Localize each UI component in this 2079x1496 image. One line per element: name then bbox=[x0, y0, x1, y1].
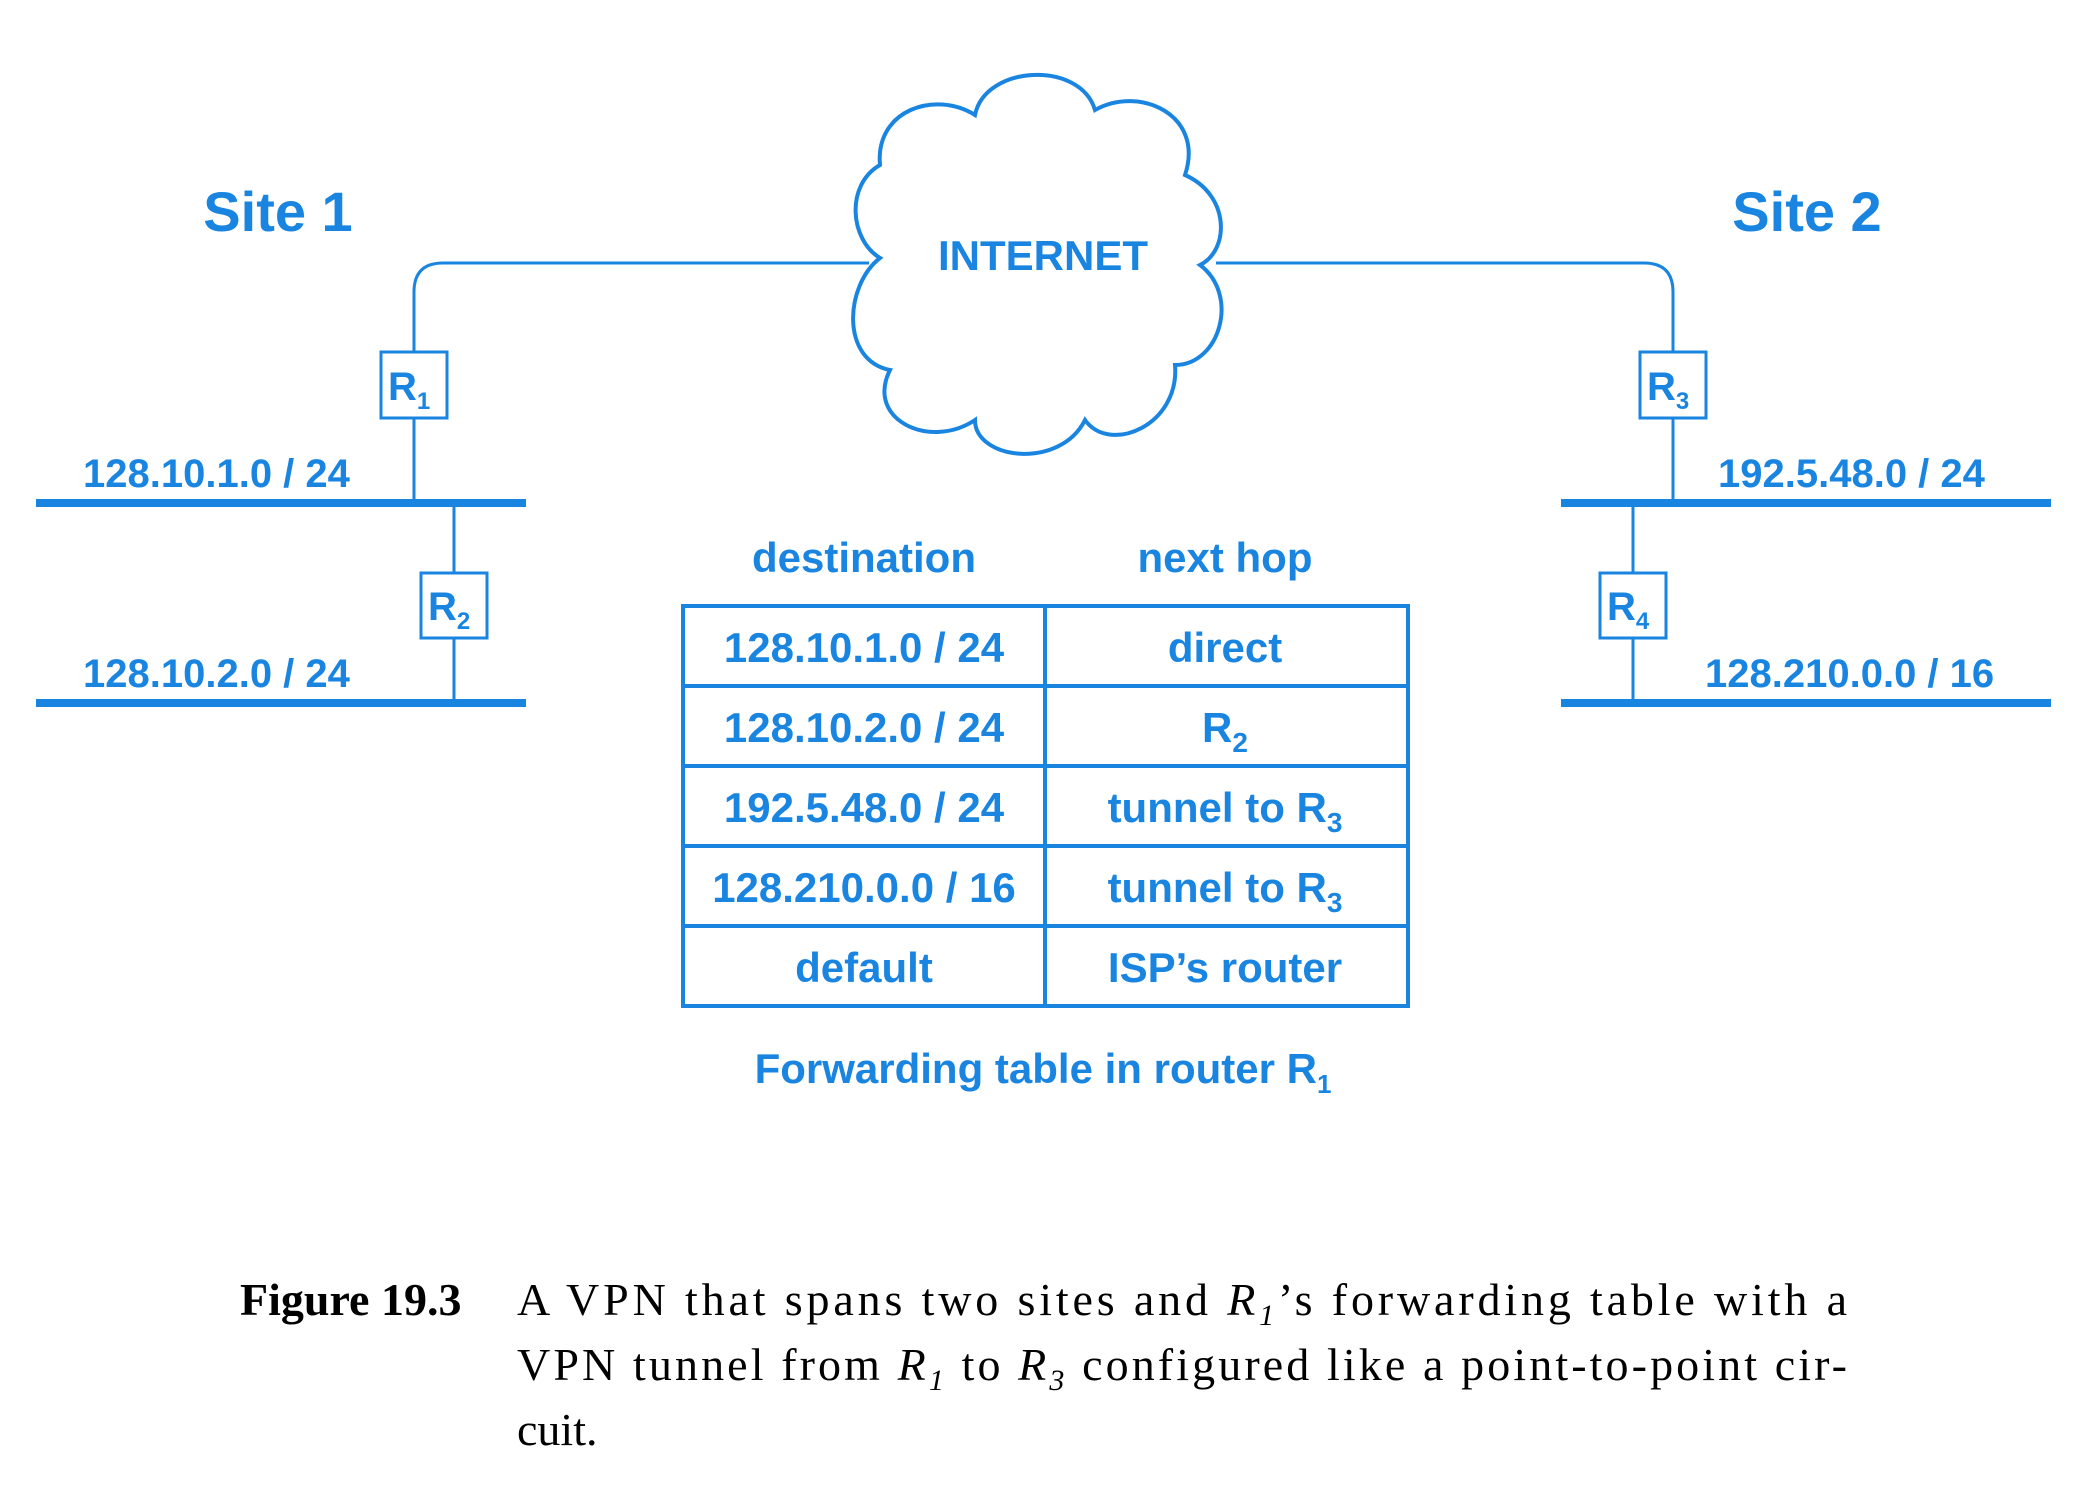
table-row: 192.5.48.0 / 24 tunnel to R3 bbox=[724, 784, 1343, 838]
table-cell-destination: 128.10.1.0 / 24 bbox=[724, 624, 1005, 671]
svg-text:direct: direct bbox=[1168, 624, 1282, 671]
forwarding-table-grid bbox=[681, 604, 1410, 1008]
table-caption-text: Forwarding table in router R bbox=[755, 1045, 1317, 1092]
router-r2-subscript: 2 bbox=[457, 608, 470, 635]
svg-text:tunnel to R3: tunnel to R3 bbox=[1108, 784, 1343, 838]
table-cell-destination: 128.210.0.0 / 16 bbox=[712, 864, 1016, 911]
svg-text:R1: R1 bbox=[388, 365, 430, 415]
site-2-network-2-label: 128.210.0.0 / 16 bbox=[1705, 652, 1994, 696]
table-cell-next-hop: direct bbox=[1168, 624, 1282, 671]
router-r3-letter: R bbox=[1647, 365, 1676, 409]
figure-caption: Figure 19.3 A VPN that spans two sites a… bbox=[240, 1274, 1847, 1455]
site-2-title: Site 2 bbox=[1732, 180, 1881, 243]
table-cell-next-hop: R bbox=[1202, 704, 1232, 751]
table-cell-next-hop: tunnel to R bbox=[1108, 784, 1327, 831]
svg-text:R3: R3 bbox=[1647, 365, 1689, 415]
router-r2-letter: R bbox=[428, 585, 457, 629]
table-cell-destination: 128.10.2.0 / 24 bbox=[724, 704, 1005, 751]
router-r4-subscript: 4 bbox=[1636, 608, 1650, 635]
table-row: 128.10.1.0 / 24 direct bbox=[724, 624, 1282, 671]
figure-label: Figure 19.3 bbox=[240, 1274, 461, 1325]
site-1-links bbox=[412, 261, 869, 703]
table-row: default ISP’s router bbox=[795, 944, 1342, 991]
table-cell-next-hop-subscript: 3 bbox=[1327, 807, 1343, 838]
table-cell-next-hop-subscript: 2 bbox=[1232, 727, 1248, 758]
svg-text:R2: R2 bbox=[1202, 704, 1248, 758]
router-r1-letter: R bbox=[388, 365, 417, 409]
site-1-network-1-label: 128.10.1.0 / 24 bbox=[83, 452, 351, 496]
table-cell-destination: 192.5.48.0 / 24 bbox=[724, 784, 1005, 831]
table-header-destination: destination bbox=[752, 534, 976, 581]
table-row: 128.10.2.0 / 24 R2 bbox=[724, 704, 1248, 758]
router-r3-subscript: 3 bbox=[1676, 388, 1689, 415]
table-cell-next-hop: tunnel to R bbox=[1108, 864, 1327, 911]
table-caption: Forwarding table in router R1 bbox=[755, 1045, 1332, 1099]
router-r1-subscript: 1 bbox=[417, 388, 430, 415]
svg-text:R4: R4 bbox=[1607, 585, 1650, 635]
site-2-network-1-label: 192.5.48.0 / 24 bbox=[1718, 452, 1986, 496]
router-r3: R3 bbox=[1638, 350, 1708, 420]
internet-label: INTERNET bbox=[938, 232, 1148, 279]
site-1-title: Site 1 bbox=[203, 180, 352, 243]
router-r2: R2 bbox=[419, 571, 489, 640]
table-header-next-hop: next hop bbox=[1138, 534, 1313, 581]
table-cell-destination: default bbox=[795, 944, 933, 991]
svg-text:R2: R2 bbox=[428, 585, 470, 635]
svg-text:tunnel to R3: tunnel to R3 bbox=[1108, 864, 1343, 918]
router-r4: R4 bbox=[1598, 571, 1668, 640]
site-2-links bbox=[1216, 261, 1675, 703]
site-1-network-2-label: 128.10.2.0 / 24 bbox=[83, 652, 351, 696]
table-cell-next-hop: ISP’s router bbox=[1108, 944, 1342, 991]
figure-caption-line-3: cuit. bbox=[517, 1404, 597, 1455]
table-caption-subscript: 1 bbox=[1317, 1069, 1331, 1099]
svg-text:ISP’s router: ISP’s router bbox=[1108, 944, 1342, 991]
cloud-icon bbox=[851, 72, 1224, 456]
table-cell-next-hop-subscript: 3 bbox=[1327, 887, 1343, 918]
router-r4-letter: R bbox=[1607, 585, 1636, 629]
table-row: 128.210.0.0 / 16 tunnel to R3 bbox=[712, 864, 1342, 918]
router-r1: R1 bbox=[379, 350, 449, 420]
